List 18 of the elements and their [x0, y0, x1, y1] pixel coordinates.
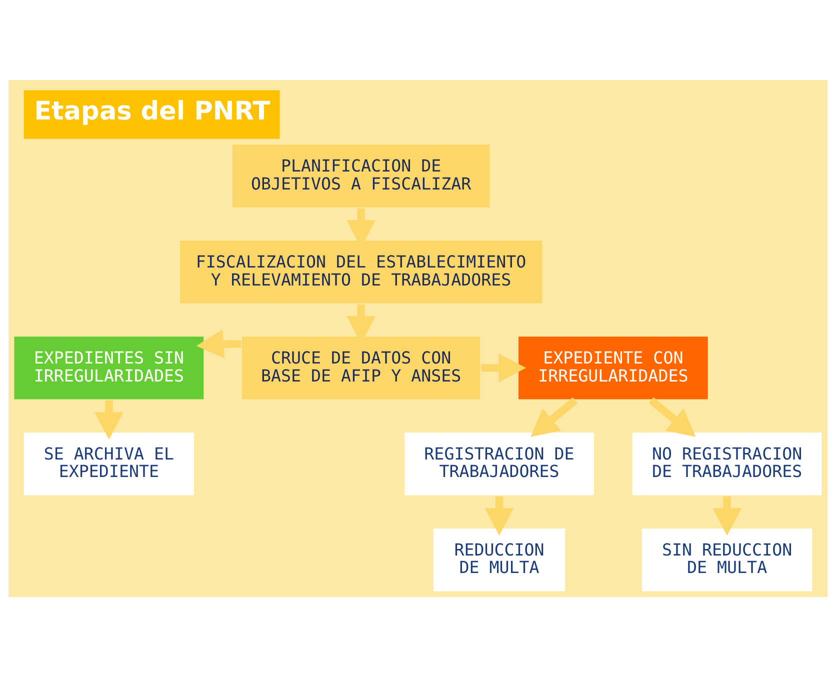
node-box: REGISTRACION DE TRABAJADORES — [403, 431, 596, 497]
arrow — [481, 354, 526, 382]
arrow — [484, 496, 514, 536]
node-box: EXPEDIENTE CON IRREGULARIDADES — [517, 335, 710, 401]
arrow — [94, 400, 124, 440]
node-box: NO REGISTRACION DE TRABAJADORES — [631, 431, 824, 497]
node-box: EXPEDIENTES SIN IRREGULARIDADES — [12, 335, 205, 401]
node-box: PLANIFICACION DE OBJETIVOS A FISCALIZAR — [231, 143, 491, 209]
node-box: SIN REDUCCION DE MULTA — [640, 527, 814, 593]
diagram-title: Etapas del PNRT — [34, 96, 270, 127]
node-box: CRUCE DE DATOS CON BASE DE AFIP Y ANSES — [240, 335, 482, 401]
arrow — [648, 397, 696, 437]
arrow — [712, 496, 742, 536]
node-box: FISCALIZACION DEL ESTABLECIMIENTO Y RELEVAMIENTO DE TRABAJADORES — [178, 239, 544, 305]
node-box: SE ARCHIVA EL EXPEDIENTE — [22, 431, 196, 497]
node-box: REDUCCION DE MULTA — [432, 527, 566, 593]
arrow — [196, 330, 242, 358]
arrow — [530, 397, 578, 437]
